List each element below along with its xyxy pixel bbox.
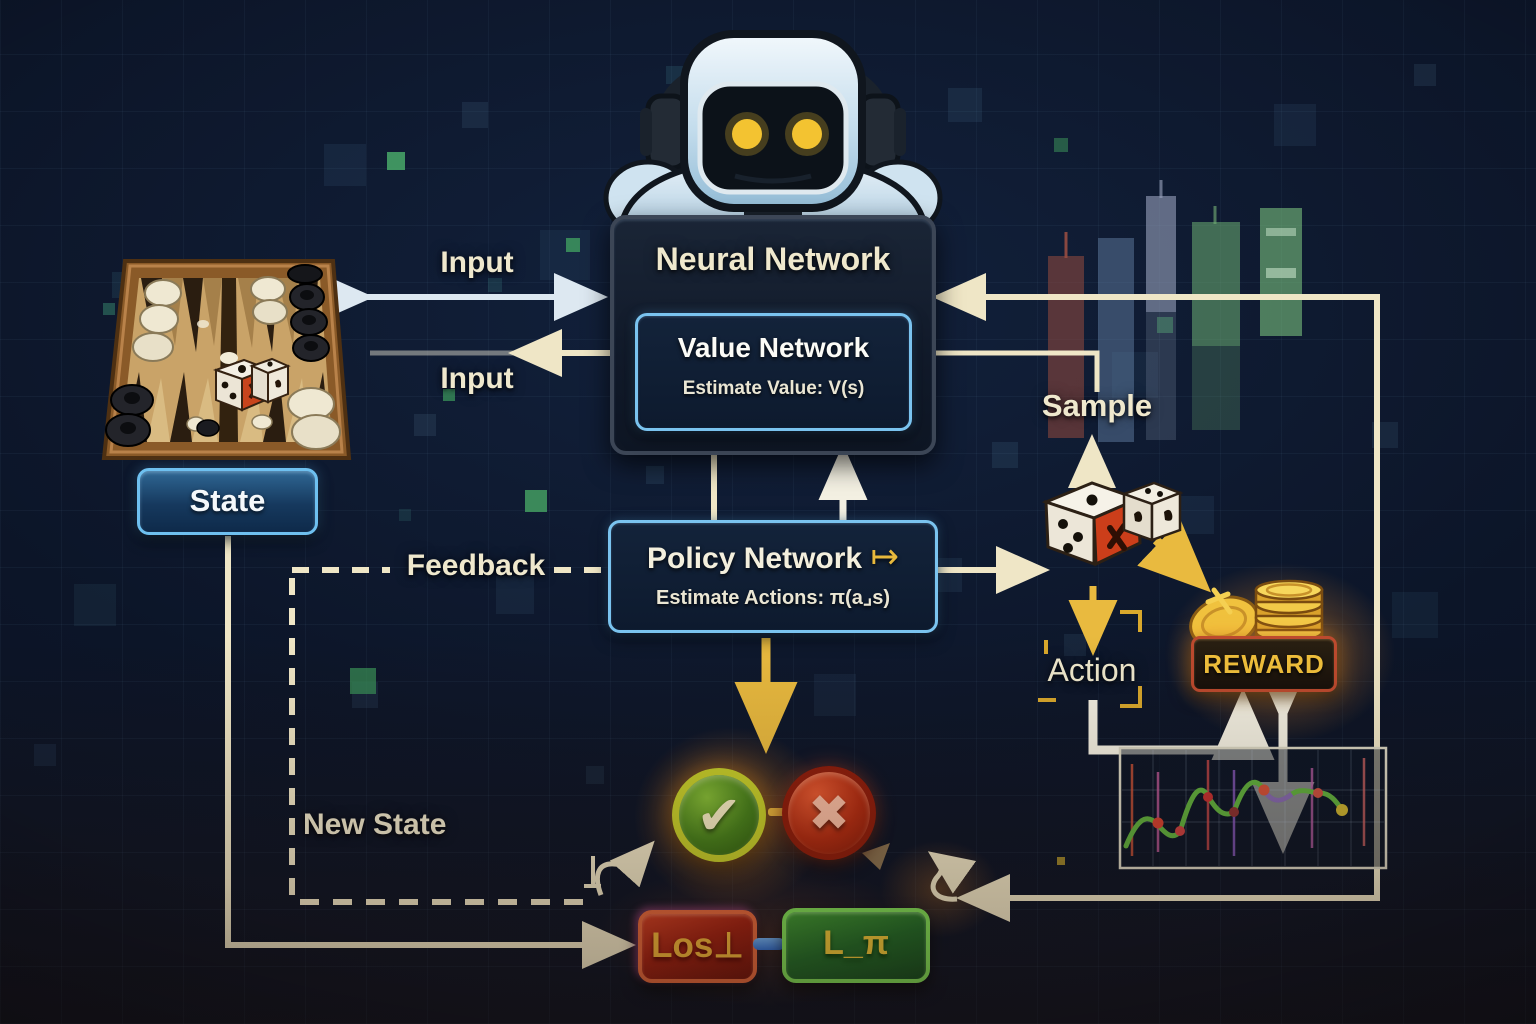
node-neural-network: Neural Network Value Network Estimate Va… [610,215,936,455]
check-icon: ✔ [696,785,742,846]
loss-policy-label: L_π [823,924,889,962]
label-sample: Sample [1041,388,1153,423]
node-value-network: Value Network Estimate Value: V(s) [635,313,912,431]
node-loss-policy: L_π [782,908,930,983]
policy-network-title: Policy Network ↦ [647,538,899,576]
cross-circle: ✖ [782,766,876,860]
label-new-state: New State [303,808,447,841]
neural-network-title: Neural Network [655,241,891,277]
mapsto-icon: ↦ [870,538,899,576]
label-feedback: Feedback [406,549,546,582]
label-action: Action [1047,652,1137,688]
cross-icon: ✖ [808,785,850,841]
reward-label: REWARD [1203,649,1325,679]
label-input-value: Input [440,362,514,395]
node-state: State [137,468,318,535]
node-policy-network: Policy Network ↦ Estimate Actions: π(a⌟s… [608,520,938,633]
node-loss-value: Los⊥ [638,910,757,983]
value-network-subtitle: Estimate Value: V(s) [682,378,865,399]
value-network-title: Value Network [677,332,870,363]
label-input-top: Input [440,246,514,279]
loss-value-label: Los⊥ [651,926,744,965]
node-reward: REWARD [1191,636,1337,692]
loss-connector [753,938,785,950]
check-circle: ✔ [672,768,766,862]
state-label: State [189,483,266,518]
policy-network-subtitle: Estimate Actions: π(a⌟s) [656,587,890,609]
